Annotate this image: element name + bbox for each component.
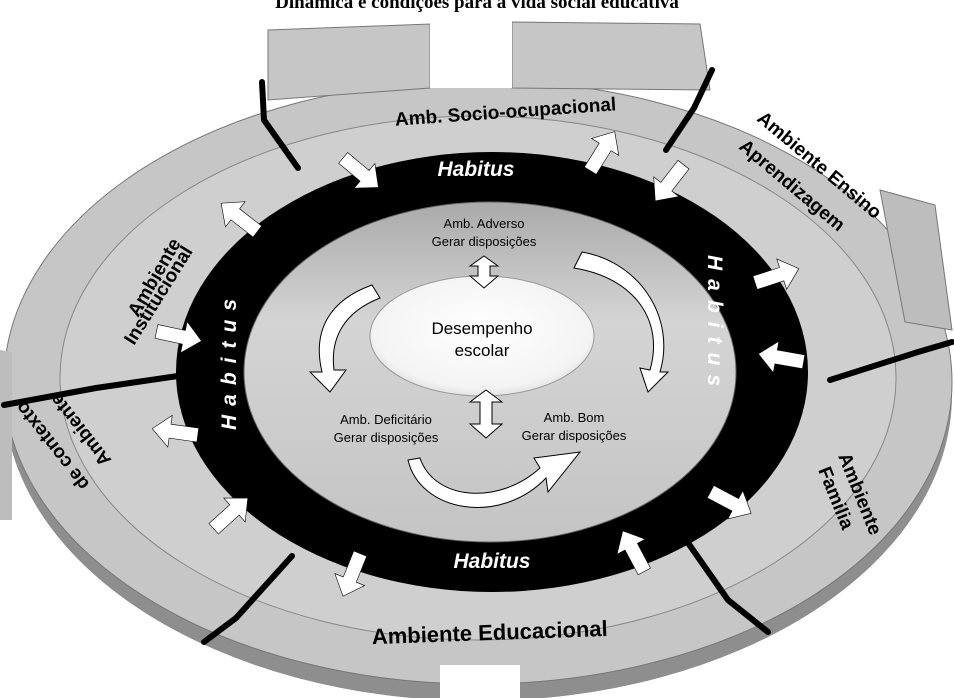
inner-label-adverso-line1: Amb. Adverso	[444, 216, 525, 231]
sector-dividers	[1, 67, 954, 645]
inner-label-deficitario-line2: Gerar disposições	[334, 430, 439, 445]
double-arrows	[468, 255, 504, 439]
cycle-arrow-left	[308, 284, 381, 393]
center-label-line2: escolar	[455, 341, 510, 360]
cycle-arrow-bottom	[407, 451, 582, 508]
habitus-left-label: Habitus	[218, 290, 241, 430]
cycle-arrows	[308, 251, 670, 508]
double-arrow-bottom	[468, 389, 504, 439]
double-arrow-top	[468, 255, 500, 289]
cycle-arrow-right	[573, 251, 670, 393]
inner-label-bom-line1: Amb. Bom	[544, 410, 605, 425]
inner-label-adverso-line2: Gerar disposições	[432, 234, 537, 249]
habitus-top-label: Habitus	[437, 158, 514, 181]
center-label-line1: Desempenho	[431, 319, 532, 338]
inner-label-deficitario-line1: Amb. Deficitário	[340, 412, 432, 427]
inner-label-bom-line2: Gerar disposições	[522, 428, 627, 443]
habitus-right-label: Habitus	[703, 255, 726, 395]
diagram-title: Dinâmica e condições para a vida social …	[275, 0, 679, 13]
habitus-bottom-label: Habitus	[453, 550, 530, 573]
